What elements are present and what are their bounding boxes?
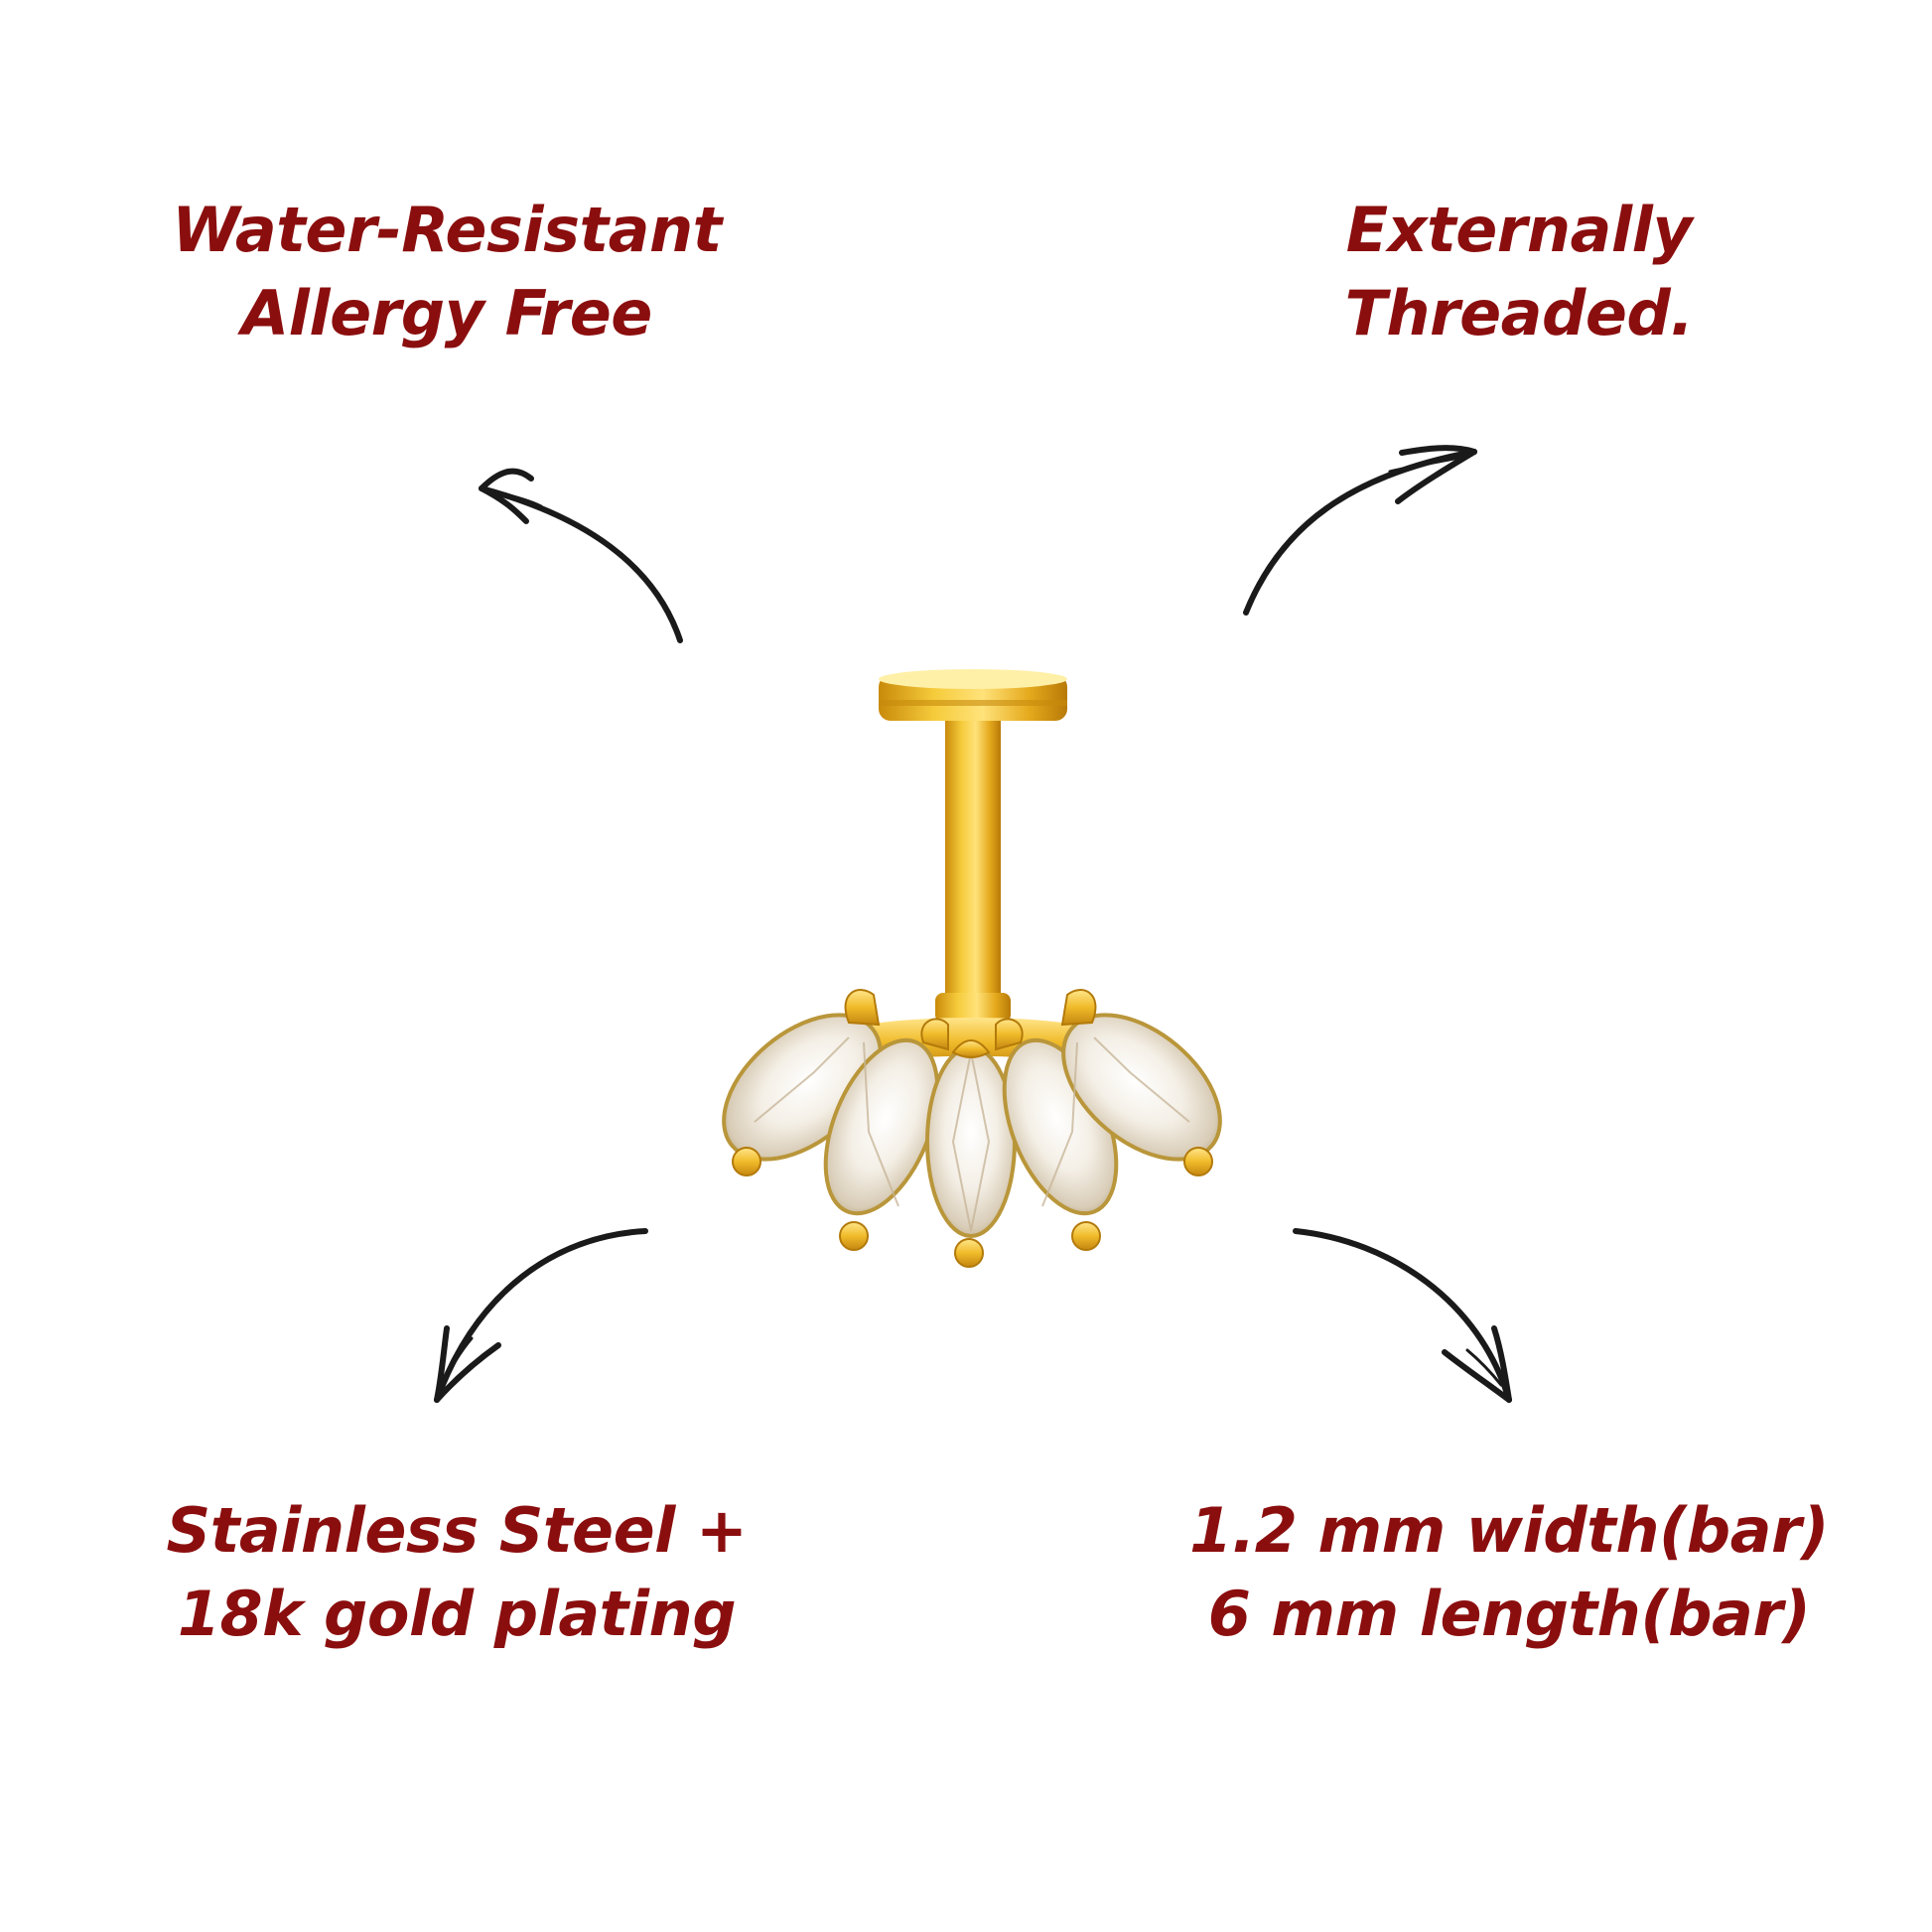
gem-stones <box>722 1013 1222 1238</box>
feature-line: Threaded. <box>1344 277 1694 349</box>
curved-arrow-icon <box>434 1228 648 1403</box>
curved-arrow-icon <box>1293 1228 1512 1403</box>
feature-line: 6 mm length(bar) <box>1207 1578 1811 1650</box>
feature-dimensions: 1.2 mm width(bar) 6 mm length(bar) <box>1152 1489 1866 1656</box>
feature-material: Stainless Steel + 18k gold plating <box>149 1489 764 1656</box>
feature-externally-threaded: Externally Threaded. <box>1221 189 1817 355</box>
feature-line: Water-Resistant <box>172 194 722 266</box>
curved-arrow-icon <box>1243 445 1477 616</box>
earring-prongs <box>732 989 1213 1268</box>
feature-line: Externally <box>1345 194 1693 266</box>
feature-line: Allergy Free <box>241 277 652 349</box>
earring-bar <box>935 721 1011 1023</box>
feature-line: 18k gold plating <box>177 1578 737 1650</box>
feature-water-resistant: Water-Resistant Allergy Free <box>139 189 755 355</box>
feature-line: 1.2 mm width(bar) <box>1189 1494 1829 1567</box>
curved-arrow-icon <box>479 468 683 643</box>
earring-disc <box>879 669 1067 721</box>
feature-line: Stainless Steel + <box>166 1494 748 1567</box>
